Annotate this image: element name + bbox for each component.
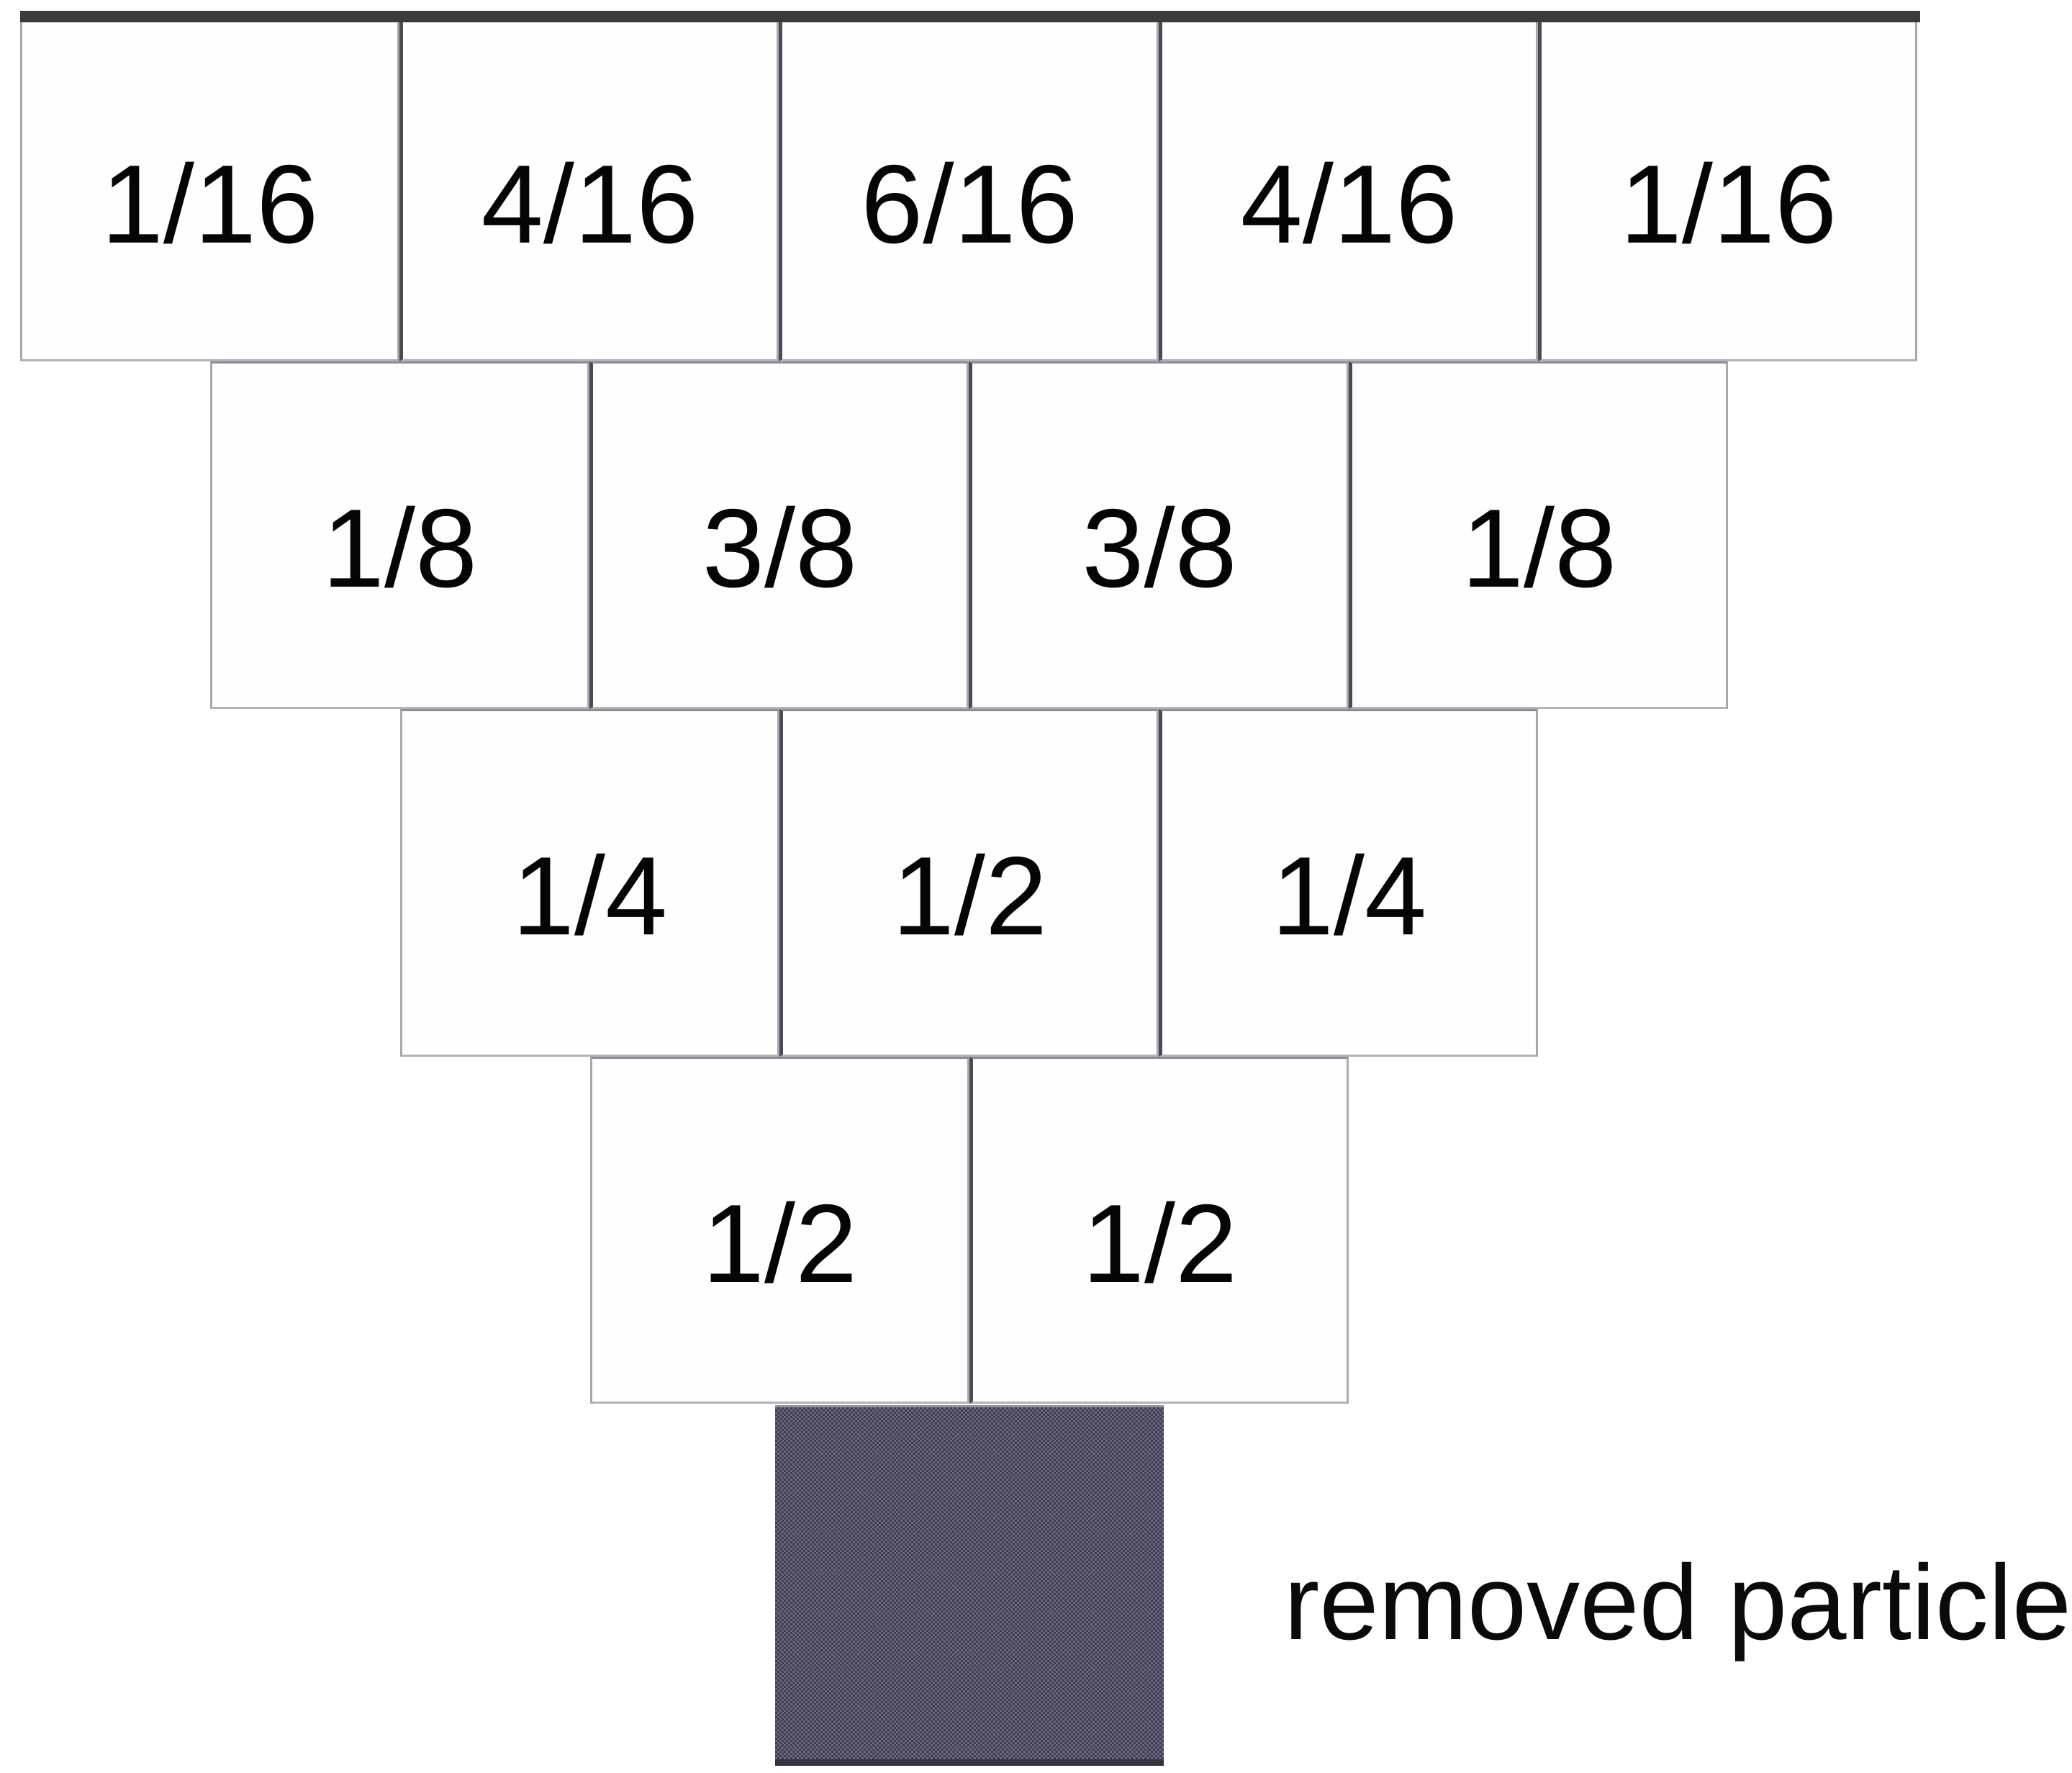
- probability-cell: 4/16: [1159, 22, 1538, 361]
- removed-particle-square: [775, 1405, 1164, 1766]
- probability-label: 1/2: [892, 834, 1048, 958]
- probability-cell: 1/4: [400, 709, 779, 1057]
- probability-label: 1/16: [1619, 141, 1837, 266]
- probability-cell: 1/4: [1159, 709, 1538, 1057]
- probability-label: 3/8: [1082, 486, 1237, 610]
- probability-label: 4/16: [481, 141, 699, 266]
- probability-cell: 1/2: [969, 1057, 1349, 1404]
- probability-cell: 1/2: [590, 1057, 969, 1404]
- probability-label: 1/4: [1271, 834, 1427, 958]
- probability-label: 1/4: [512, 834, 668, 958]
- probability-label: 4/16: [1240, 141, 1458, 266]
- probability-cell: 1/16: [1538, 22, 1917, 361]
- probability-label: 1/8: [322, 486, 478, 610]
- probability-cell: 4/16: [399, 22, 779, 361]
- removed-particle-label: removed particle: [1284, 1543, 2072, 1662]
- probability-cell: 3/8: [589, 361, 969, 709]
- probability-label: 3/8: [702, 486, 858, 610]
- probability-label: 1/16: [101, 141, 319, 266]
- probability-label: 1/2: [702, 1181, 858, 1306]
- probability-cell: 1/2: [779, 709, 1159, 1057]
- probability-label: 1/8: [1461, 486, 1617, 610]
- ceiling-bar: [20, 11, 1920, 22]
- probability-label: 6/16: [861, 141, 1078, 266]
- probability-cell: 3/8: [969, 361, 1349, 709]
- probability-cell: 1/8: [1349, 361, 1728, 709]
- probability-cell: 6/16: [779, 22, 1159, 361]
- probability-label: 1/2: [1082, 1181, 1238, 1306]
- probability-cell: 1/16: [20, 22, 399, 361]
- probability-cell: 1/8: [210, 361, 589, 709]
